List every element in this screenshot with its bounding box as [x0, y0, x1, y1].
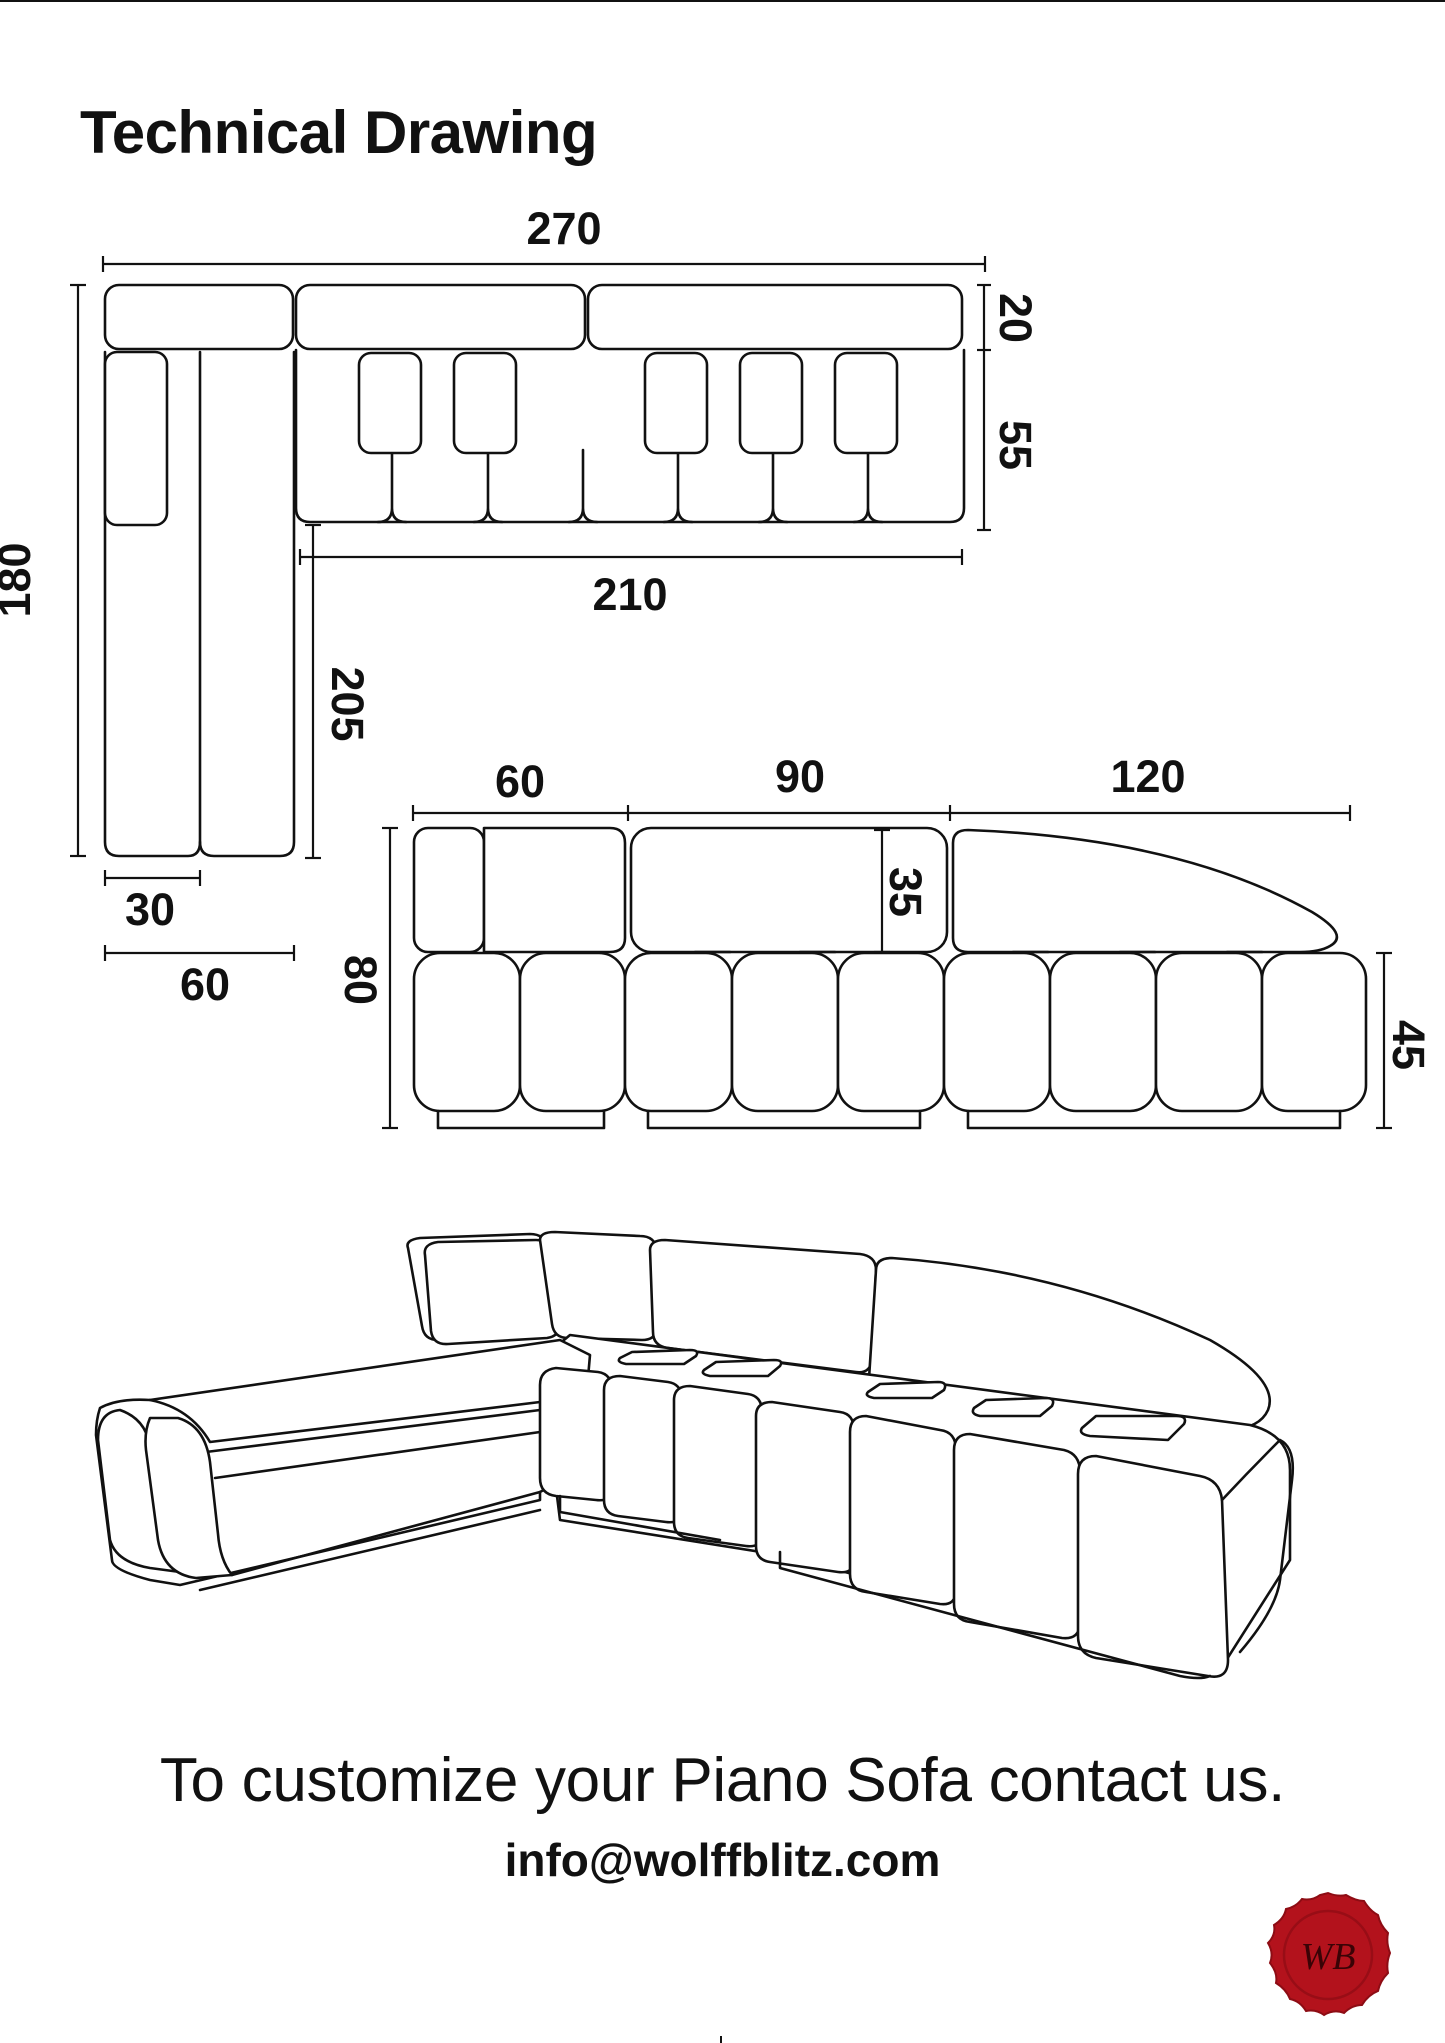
chaise-armrest: [103, 350, 169, 527]
seat-divider: [662, 448, 694, 524]
perspective-key-top: [701, 1358, 783, 1378]
front-view: 60 90 120: [335, 751, 1434, 1130]
perspective-seat-cushion: [602, 1374, 684, 1524]
dim-arm-width: 30: [103, 870, 202, 935]
backrest-arm: [412, 826, 486, 954]
piano-key: [738, 351, 804, 455]
dim-label-60-module: 60: [495, 756, 545, 807]
dim-seat-run: 210: [298, 549, 964, 620]
perspective-key-top: [865, 1380, 947, 1400]
perspective-seat-cushion: [672, 1384, 764, 1548]
dim-seat-height: 45: [1376, 951, 1434, 1130]
perspective-seat-cushion: [538, 1366, 614, 1502]
dim-label-120: 120: [1110, 751, 1185, 802]
dim-chaise-length: 205: [305, 523, 373, 860]
dim-label-55: 55: [990, 420, 1041, 470]
seat-cushion: [1048, 951, 1158, 1113]
plinth: [646, 1109, 922, 1130]
perspective-seat-cushion: [952, 1432, 1082, 1640]
dim-overall-depth: 180: [0, 283, 86, 858]
perspective-chaise-line: [204, 1408, 542, 1480]
seat-cushion: [1154, 951, 1264, 1113]
perspective-key-top: [971, 1396, 1055, 1418]
dim-back-depth: 20 55: [977, 283, 1041, 532]
page-title: Technical Drawing: [80, 99, 598, 166]
perspective-chaise-line: [148, 1398, 542, 1444]
top-view: 270 20 55: [0, 203, 1041, 1010]
dim-label-90: 90: [775, 751, 825, 802]
seat-cushion: [942, 951, 1052, 1113]
seat-divider: [852, 448, 884, 524]
seat-cushion: [623, 951, 734, 1113]
seat-cushion: [518, 951, 627, 1113]
dim-back-height: 35: [874, 828, 931, 954]
dim-label-35: 35: [880, 867, 931, 917]
dim-top-width: 270: [101, 203, 987, 272]
perspective-key-top: [617, 1348, 699, 1366]
dim-label-180: 180: [0, 542, 40, 617]
seat-divider: [376, 448, 408, 524]
seat-cushion: [730, 951, 840, 1113]
piano-key: [452, 351, 518, 455]
back-cushion: [294, 283, 587, 351]
back-cushion: [586, 283, 964, 351]
dim-label-45: 45: [1383, 1020, 1434, 1070]
piano-key: [833, 351, 899, 455]
perspective-key-top: [1079, 1414, 1187, 1442]
perspective-base: [778, 1550, 1212, 1680]
seat-outline: [294, 348, 966, 524]
perspective-view: [94, 1230, 1295, 1680]
perspective-chaise-base: [198, 1490, 542, 1592]
seat-cushion: [836, 951, 946, 1113]
chaise-right-section: [198, 350, 296, 858]
top-border: [0, 0, 1445, 2]
dim-label-270: 270: [526, 203, 601, 254]
seat-divider: [757, 448, 789, 524]
contact-email[interactable]: info@wolffblitz.com: [504, 1834, 941, 1886]
seat-cushion: [1260, 951, 1368, 1113]
perspective-base: [558, 1494, 722, 1542]
dim-chaise-width: 60: [103, 945, 296, 1010]
brand-seal-initials: WB: [1301, 1936, 1356, 1978]
dim-label-205: 205: [322, 666, 373, 741]
backrest-module-1: [482, 826, 627, 954]
perspective-chaise: [94, 1338, 592, 1587]
dim-label-30: 30: [125, 884, 175, 935]
dim-label-210: 210: [592, 569, 667, 620]
perspective-back-cushion: [538, 1230, 659, 1342]
dim-label-60-chaise: 60: [180, 959, 230, 1010]
perspective-seat-cushion: [1076, 1454, 1230, 1678]
seat-divider: [567, 448, 599, 524]
dim-overall-height: 80: [335, 826, 398, 1130]
page-marker: [720, 2036, 722, 2043]
dim-label-20: 20: [990, 293, 1041, 343]
dim-module-widths: 60 90 120: [411, 751, 1352, 821]
plinth: [436, 1109, 606, 1130]
piano-key: [357, 351, 423, 455]
perspective-back-cushion: [423, 1238, 562, 1346]
perspective-seat-cushion: [848, 1414, 958, 1606]
seat-cushion: [412, 951, 522, 1113]
brand-seal-logo: WB: [1266, 1891, 1392, 2017]
back-cushion: [103, 283, 295, 351]
cta-text: To customize your Piano Sofa contact us.: [159, 1746, 1286, 1815]
seat-divider: [472, 448, 504, 524]
perspective-seat-cushion: [754, 1400, 856, 1574]
dim-label-80: 80: [335, 955, 386, 1005]
chaise-left-section: [103, 350, 202, 858]
perspective-end-arm: [1220, 1438, 1295, 1654]
piano-key: [643, 351, 709, 455]
backrest-module-3: [951, 828, 1339, 954]
plinth: [966, 1109, 1342, 1130]
